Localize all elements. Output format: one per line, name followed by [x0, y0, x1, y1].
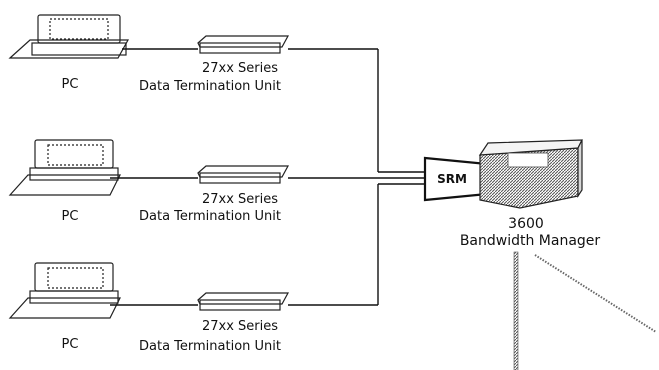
pc-3: [10, 263, 120, 318]
dtu-3-name: Data Termination Unit: [139, 339, 281, 354]
dtu-1-name: Data Termination Unit: [139, 79, 281, 94]
manager-model: 3600: [508, 216, 544, 232]
dtu-1: [198, 36, 288, 53]
srm-label: SRM: [437, 172, 467, 186]
manager-name: Bandwidth Manager: [460, 233, 601, 249]
dtu-3: [198, 293, 288, 310]
dtu-2-series: 27xx Series: [202, 192, 278, 207]
pc-2-label: PC: [62, 209, 79, 224]
pc-1: [10, 15, 128, 58]
dtu-2: [198, 166, 288, 183]
bandwidth-manager-device: [480, 140, 582, 208]
manager-downlink-diagonal: [535, 255, 656, 332]
manager-downlink-vertical: [514, 252, 518, 370]
dtu-3-series: 27xx Series: [202, 319, 278, 334]
pc-1-label: PC: [62, 77, 79, 92]
dtu-2-name: Data Termination Unit: [139, 209, 281, 224]
pc-2: [10, 140, 120, 195]
pc-3-label: PC: [62, 337, 79, 352]
dtu-1-series: 27xx Series: [202, 61, 278, 76]
bus-lines: [378, 49, 425, 305]
